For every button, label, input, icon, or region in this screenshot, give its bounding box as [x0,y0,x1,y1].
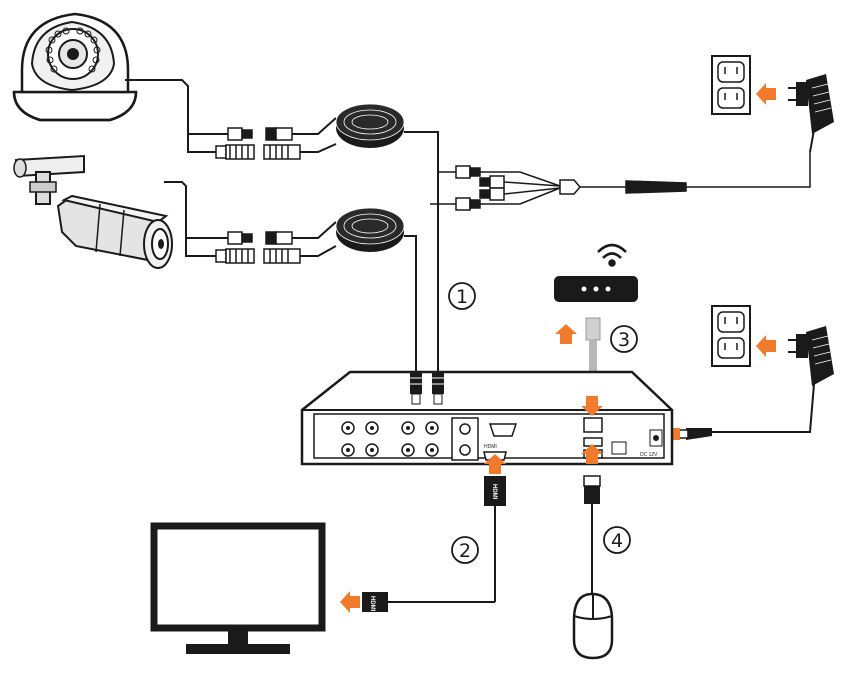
step-1-marker: 1 [448,282,476,310]
router-icon [554,276,638,302]
dome-camera-icon [12,12,138,122]
step-3-label: 3 [618,329,630,351]
power-adapter-icon [788,74,834,153]
arrow-icon [756,335,776,357]
camera-connectors [215,127,301,264]
hdmi-port-label: HDMI [484,444,497,450]
camera-cables [125,79,439,372]
bullet-camera-icon [13,154,173,269]
step-2-marker: 2 [451,536,479,564]
dvr-icon [300,370,674,466]
bnc-plugs [410,372,444,405]
step-2-label: 2 [459,540,471,562]
hdmi-plug-label: HDMI [491,484,497,500]
step-4-marker: 4 [603,526,631,554]
hdmi-plug-monitor-label: HDMI [369,596,375,612]
arrow-icon [756,83,776,105]
splitter-icon [430,152,811,211]
wall-outlet-icon [711,305,751,367]
hdmi-cable [362,476,506,612]
mouse-icon [572,592,614,660]
cable-reel-icon [335,103,405,148]
power-adapter-icon [677,326,834,440]
arrow-icon [340,591,360,613]
cable-reel-icon [335,207,405,252]
dc-port-label: DC 12V [640,452,658,458]
usb-mouse-cable [583,475,601,596]
step-4-label: 4 [611,530,623,552]
step-3-marker: 3 [610,325,638,353]
arrow-icon [555,324,577,344]
wall-outlet-icon [711,55,751,115]
monitor-icon [150,522,326,654]
step-1-label: 1 [456,286,468,308]
wifi-icon [597,243,627,267]
